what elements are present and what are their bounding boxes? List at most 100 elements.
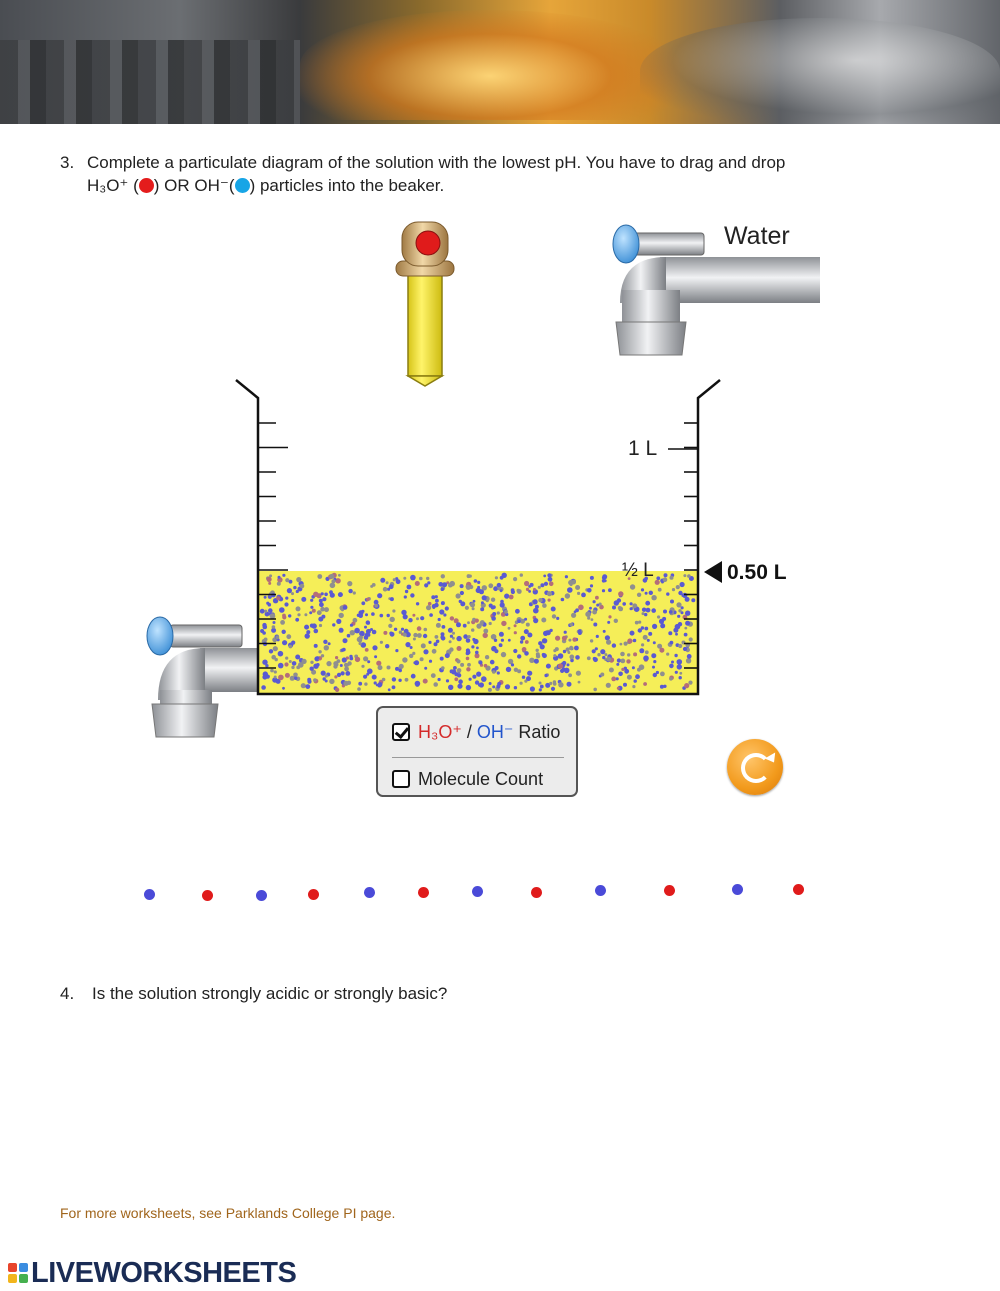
solution-particle (663, 684, 667, 688)
water-faucet[interactable] (612, 224, 820, 356)
solution-particle (318, 598, 323, 603)
solution-particle (546, 591, 553, 597)
solution-particle (505, 666, 512, 673)
solution-particle (343, 662, 349, 668)
solution-particle (592, 600, 596, 604)
solution-particle (433, 682, 439, 687)
molecule-count-option[interactable]: Molecule Count (392, 767, 543, 791)
solution-particle (398, 630, 403, 634)
solution-particle (553, 649, 557, 653)
red-dot-icon (138, 178, 154, 193)
dropper[interactable] (395, 221, 455, 387)
solution-particle (633, 679, 637, 683)
solution-particle (474, 618, 479, 623)
h3o-ion-particle[interactable] (417, 886, 429, 898)
oh-ion-particle[interactable] (594, 884, 606, 896)
dropper-button[interactable] (415, 230, 441, 256)
solution-particle (510, 663, 515, 667)
solution-particle (519, 681, 523, 685)
ratio-checkbox[interactable] (392, 723, 410, 741)
h3o-ion-particle[interactable] (792, 883, 804, 895)
solution-particle (391, 677, 397, 682)
reset-button[interactable] (727, 739, 783, 795)
volume-pointer-icon (704, 561, 722, 583)
solution-particle (560, 597, 565, 602)
oh-ion-particle[interactable] (255, 889, 267, 901)
solution-particle (477, 585, 481, 589)
drain-faucet[interactable] (146, 616, 260, 738)
solution-particle (324, 674, 328, 678)
solution-particle (593, 622, 598, 627)
solution-particle (567, 651, 571, 654)
solution-particle (335, 656, 339, 660)
solution-particle (306, 630, 311, 635)
solution-particle (439, 609, 445, 615)
solution-particle (679, 581, 685, 588)
h3o-ion-particle[interactable] (307, 888, 319, 900)
solution-particle (541, 638, 548, 644)
solution-particle (571, 612, 577, 618)
solution-particle (678, 590, 683, 596)
solution-particle (440, 601, 445, 606)
solution-particle (659, 647, 665, 653)
solution-particle (611, 643, 617, 648)
solution-particle (656, 576, 661, 581)
molecule-count-checkbox[interactable] (392, 770, 410, 788)
solution-particle (361, 601, 366, 606)
solution-particle (319, 602, 324, 608)
solution-particle (419, 657, 424, 662)
solution-particle (304, 624, 310, 630)
solution-particle (589, 606, 592, 610)
solution-particle (592, 609, 597, 615)
solution-particle (662, 577, 668, 582)
h3o-ion-particle[interactable] (201, 889, 213, 901)
solution-particle (666, 652, 670, 656)
oh-ion-particle[interactable] (143, 888, 155, 900)
solution-particle (589, 584, 594, 588)
solution-particle (556, 616, 560, 621)
oh-ion-particle[interactable] (363, 886, 375, 898)
solution-particle (417, 633, 422, 638)
solution-particle (499, 602, 505, 608)
solution-particle (677, 614, 681, 618)
h3o-ion-particle[interactable] (530, 886, 542, 898)
solution-particle (624, 668, 630, 674)
solution-particle (566, 681, 572, 687)
solution-particle (288, 644, 293, 649)
solution-particle (602, 574, 608, 580)
solution-particle (428, 659, 433, 663)
solution-particle (519, 573, 523, 577)
solution-particle (487, 687, 492, 692)
solution-particle (320, 654, 325, 658)
solution-particle (392, 609, 396, 613)
solution-particle (653, 660, 657, 664)
solution-particle (324, 592, 328, 597)
solution-particle (395, 577, 399, 581)
solution-particle (449, 616, 455, 621)
solution-particle (641, 643, 645, 647)
solution-particle (675, 632, 678, 636)
solution-particle (497, 587, 501, 591)
solution-particle (608, 588, 612, 593)
solution-particle (385, 644, 390, 649)
solution-particle (262, 624, 268, 630)
solution-particle (543, 574, 547, 578)
solution-particle (277, 662, 284, 669)
solution-particle (291, 592, 294, 596)
oh-ion-particle[interactable] (731, 883, 743, 895)
solution-particle (456, 635, 462, 642)
solution-particle (262, 674, 268, 680)
solution-particle (309, 611, 313, 615)
ratio-option[interactable]: H₃O⁺ / OH⁻ Ratio (392, 720, 560, 744)
solution-particle (660, 623, 666, 629)
solution-particle (365, 620, 370, 625)
solution-particle (620, 651, 625, 657)
solution-particle (320, 606, 325, 612)
solution-particle (513, 686, 518, 690)
solution-particle (557, 653, 564, 659)
solution-particle (657, 615, 661, 619)
h3o-ion-particle[interactable] (663, 884, 675, 896)
solution-particle (414, 680, 421, 687)
oh-ion-particle[interactable] (471, 885, 483, 897)
solution-particle (492, 685, 496, 689)
